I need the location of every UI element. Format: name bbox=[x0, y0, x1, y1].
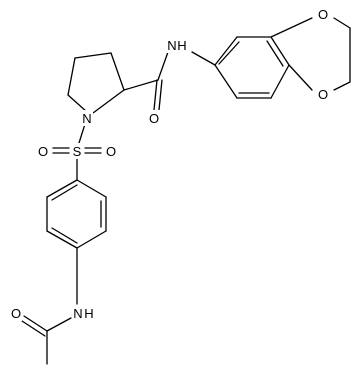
bond bbox=[270, 36, 290, 66]
bond bbox=[76, 230, 107, 249]
atom-label-bg bbox=[148, 110, 160, 126]
atom-label-o_sulfonyl_right: O bbox=[106, 144, 116, 159]
atom-label-o_dioxin_bottom: O bbox=[318, 87, 328, 102]
bond bbox=[123, 79, 159, 91]
bond bbox=[270, 17, 313, 38]
bond bbox=[191, 51, 216, 66]
bond bbox=[270, 64, 290, 99]
atom-label-bg bbox=[37, 143, 49, 159]
atom-label-o_sulfonyl_left: O bbox=[38, 144, 48, 159]
atom-label-bg bbox=[166, 37, 178, 53]
atom-label-bg bbox=[105, 143, 117, 159]
atom-label-n_pyrrolidine: N bbox=[82, 111, 91, 126]
bond bbox=[333, 81, 351, 91]
atom-label-bg bbox=[72, 305, 84, 321]
bond bbox=[21, 320, 46, 337]
bond bbox=[74, 52, 112, 59]
atom-label-bg bbox=[317, 6, 329, 22]
atom-label-h_amide: H bbox=[177, 38, 186, 53]
atom-label-n_amide: N bbox=[167, 38, 176, 53]
atom-label-bg bbox=[10, 305, 22, 321]
bond bbox=[153, 79, 158, 111]
bond bbox=[51, 227, 78, 244]
atom-label-bg bbox=[81, 110, 93, 126]
atom-label-o_acetyl: O bbox=[11, 306, 21, 321]
bond bbox=[266, 40, 284, 67]
bond bbox=[214, 64, 238, 99]
bond bbox=[67, 57, 76, 96]
bond bbox=[157, 51, 169, 81]
atom-label-bg bbox=[71, 143, 83, 159]
bond bbox=[92, 89, 125, 114]
bond bbox=[333, 17, 351, 29]
atom-label-o_carbonyl: O bbox=[149, 111, 159, 126]
atom-label-o_dioxin_top: O bbox=[318, 7, 328, 22]
bond bbox=[67, 94, 88, 113]
bond bbox=[51, 184, 78, 201]
bond bbox=[288, 64, 313, 91]
bond bbox=[110, 52, 125, 91]
bond bbox=[23, 315, 48, 332]
atom-label-s_sulfonyl: S bbox=[73, 144, 82, 159]
atom-label-bg bbox=[83, 305, 95, 321]
bond bbox=[214, 36, 238, 66]
bond bbox=[76, 179, 107, 198]
atom-label-bg bbox=[317, 86, 329, 102]
bond bbox=[158, 79, 163, 111]
atom-label-bg bbox=[176, 37, 188, 53]
bond bbox=[78, 123, 86, 144]
bonds bbox=[21, 17, 351, 365]
atom-label-h_acetamide: H bbox=[84, 306, 93, 321]
atom-label-n_acetamide: N bbox=[73, 306, 82, 321]
bond bbox=[46, 179, 78, 198]
bond bbox=[46, 317, 72, 332]
bond bbox=[218, 41, 240, 65]
bond bbox=[46, 230, 78, 249]
